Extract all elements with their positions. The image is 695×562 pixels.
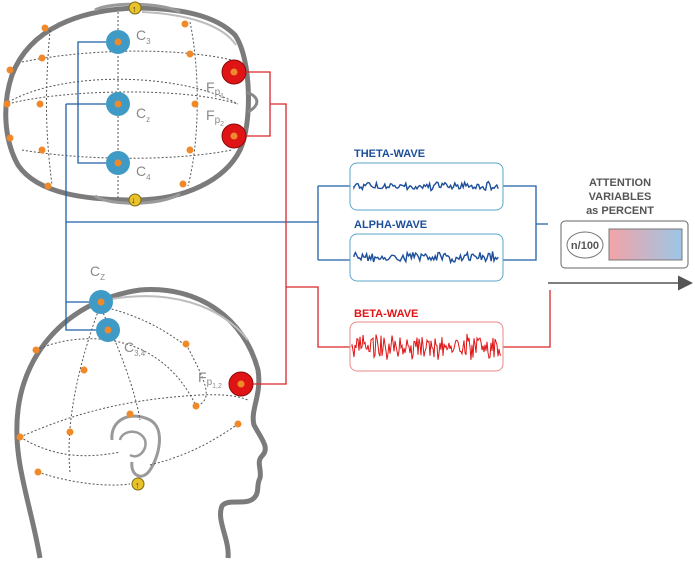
label-side-cz: CZ [90, 263, 105, 282]
alpha-waveform [353, 250, 499, 265]
label-cz: Cz [136, 105, 150, 124]
theta-waveform [353, 180, 499, 192]
beta-wave-panel [349, 321, 504, 372]
electrode-side-c34 [96, 318, 120, 342]
theta-wave-panel [349, 162, 504, 211]
top-view-head: ↑ ↓ C3 Cz C4 Fp1 Fp2 [3, 1, 259, 207]
svg-text:↓: ↓ [131, 195, 136, 205]
alpha-wave-panel [349, 233, 504, 282]
blue-wires [65, 41, 548, 331]
label-fp1: Fp1 [206, 79, 224, 100]
electrode-fp2 [221, 123, 247, 149]
attention-title: ATTENTION VARIABLES as PERCENT [586, 177, 654, 217]
svg-text:as PERCENT: as PERCENT [586, 205, 654, 217]
label-side-fp12: Fp1,2 [198, 369, 222, 390]
top-nose [245, 90, 259, 114]
attention-meter: n/100 [560, 220, 689, 269]
label-side-c34: C3,4 [124, 339, 146, 358]
electrode-cz [106, 92, 130, 116]
svg-text:↑: ↑ [135, 480, 140, 490]
label-c3: C3 [136, 27, 151, 46]
red-wires [246, 71, 551, 385]
theta-wave-label: THETA-WAVE [354, 148, 425, 160]
electrode-fp1 [221, 59, 247, 85]
svg-text:VARIABLES: VARIABLES [589, 191, 652, 203]
electrode-side-cz [89, 290, 113, 314]
electrode-c3 [106, 30, 130, 54]
alpha-wave-label: ALPHA-WAVE [354, 219, 427, 231]
label-c4: C4 [136, 163, 151, 182]
label-fp2: Fp2 [206, 107, 224, 128]
svg-text:ATTENTION: ATTENTION [589, 177, 651, 189]
electrode-c4 [106, 151, 130, 175]
side-head-outline [14, 287, 268, 559]
beta-waveform [351, 333, 502, 360]
svg-text:↑: ↑ [132, 4, 137, 14]
side-ear [110, 414, 161, 478]
side-view-head: ↑ CZ C [14, 263, 268, 559]
beta-wave-label: BETA-WAVE [354, 308, 418, 320]
electrode-side-fp12 [228, 371, 254, 397]
attention-score: n/100 [571, 240, 599, 252]
